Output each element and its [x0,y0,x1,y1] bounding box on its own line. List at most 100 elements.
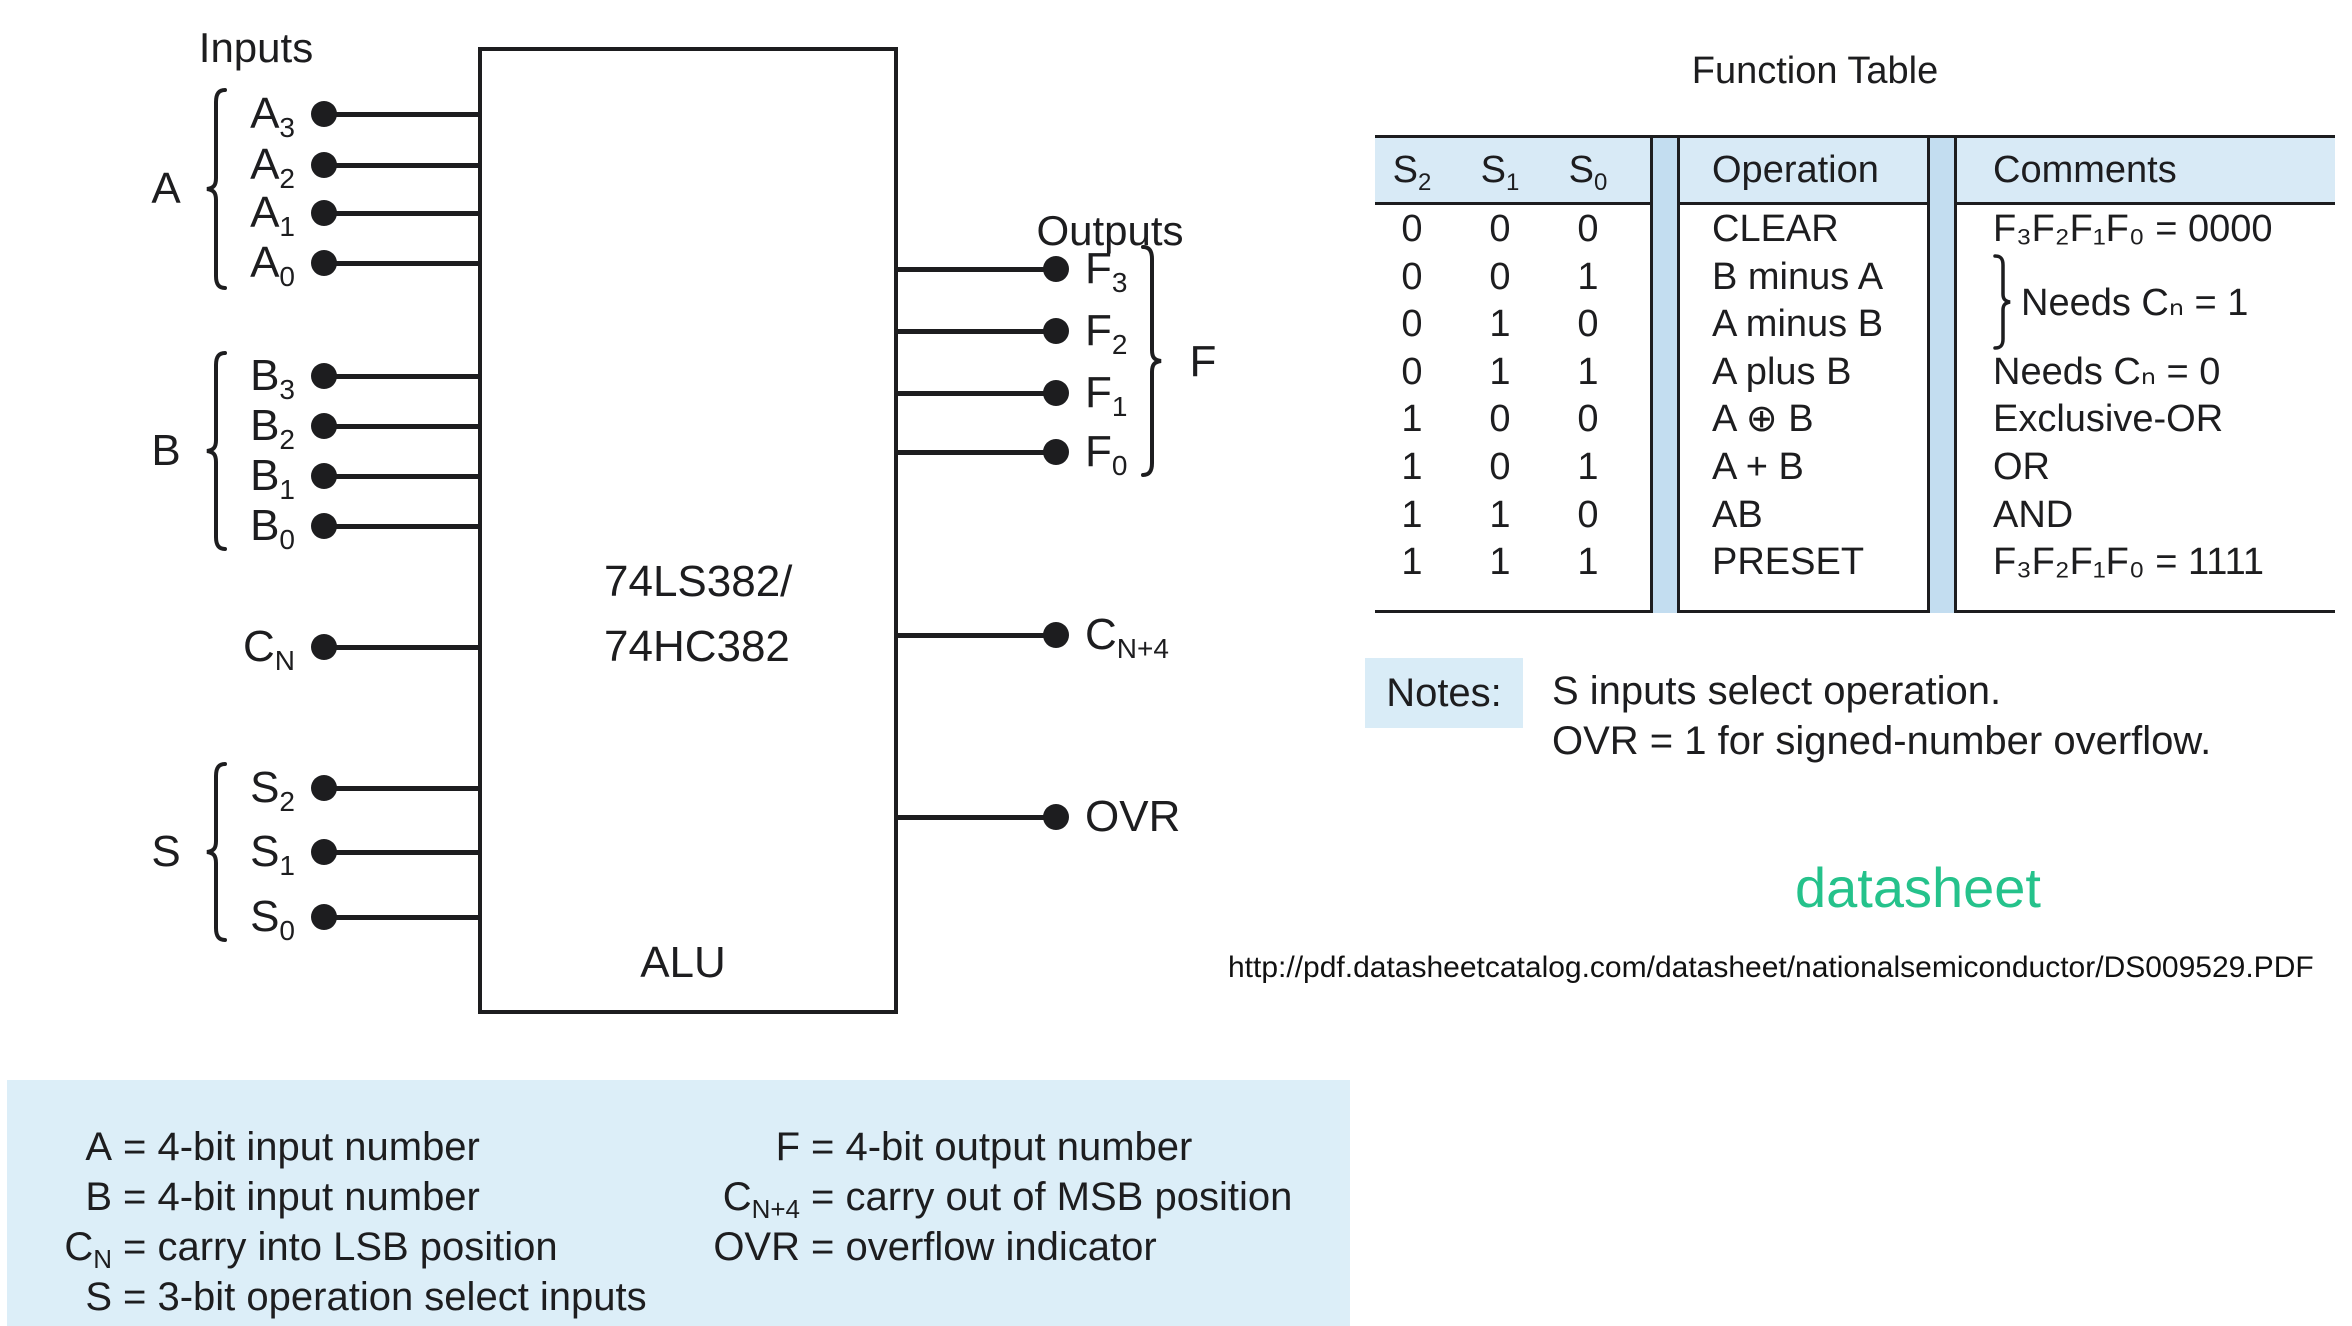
table-cell: 0 [1489,445,1511,488]
table-cell: 1 [1401,541,1423,584]
pin-label: A2 [250,140,295,194]
legend-item-ovr: OVR = overflow indicator [713,1224,1157,1269]
pin-label: OVR [1085,792,1181,841]
table-cell: 1 [1577,350,1599,393]
legend-right-column: F = 4-bit output number CN+4 = carry out… [640,1122,1292,1272]
legend-panel: A = 4-bit input number B = 4-bit input n… [7,1080,1350,1326]
pin-label: A3 [250,89,295,143]
table-cell: 0 [1577,398,1599,441]
column-header-s1: S1 [1480,148,1520,196]
table-cell: 1 [1489,303,1511,346]
pin-label: CN+4 [1085,610,1169,664]
brace-group-s [206,762,227,942]
table-cell: 1 [1489,493,1511,536]
pin-wire [324,112,478,117]
pin-label: B2 [250,401,295,455]
table-rule-header [1375,202,2335,205]
table-cell: 1 [1577,445,1599,488]
column-comments-values: F₃F₂F₁F₀ = 0000 Needs Cₙ = 0 Exclusive-O… [1993,206,2273,587]
table-cell: A minus B [1712,303,1884,346]
table-cell: CLEAR [1712,208,1839,250]
table-cell: 0 [1401,208,1423,250]
pin-label: A1 [250,188,295,242]
table-cell: 0 [1577,303,1599,346]
legend-left-column: A = 4-bit input number B = 4-bit input n… [20,1122,647,1322]
pin-label: A0 [250,238,295,292]
pin-label: F1 [1085,368,1128,422]
notes-line1: S inputs select operation. [1552,669,2002,713]
pin-label: B0 [250,501,295,555]
table-cell: A ⊕ B [1712,398,1814,441]
table-cell: AB [1712,493,1763,536]
legend-item-cn: CN = carry into LSB position [64,1224,558,1274]
table-cell: A plus B [1712,350,1852,393]
brace-group-a [206,88,227,290]
datasheet-link[interactable]: datasheet [1795,856,2041,919]
column-s0-values: 0 1 0 1 0 1 0 1 [1559,206,1617,587]
table-separator-band [1927,138,1957,613]
group-label-b: B [151,426,181,475]
pin-wire [324,645,478,650]
column-header-s0: S0 [1568,148,1608,196]
table-cell: OR [1993,445,2050,488]
pin-wire [898,267,1056,272]
pin-label: F2 [1085,306,1128,360]
table-cell: 0 [1401,350,1423,393]
column-operation-values: CLEAR B minus A A minus B A plus B A ⊕ B… [1712,206,1883,587]
table-cell: PRESET [1712,541,1865,584]
table-cell: F₃F₂F₁F₀ = 1111 [1993,541,2265,584]
pin-wire [898,815,1056,820]
datasheet-url[interactable]: http://pdf.datasheetcatalog.com/datashee… [1228,951,2314,984]
legend-item-s: S = 3-bit operation select inputs [85,1274,647,1319]
table-cell: 1 [1401,493,1423,536]
pin-dot [1043,256,1069,282]
pin-wire [898,450,1056,455]
table-cell: 0 [1489,255,1511,298]
table-header-band [1375,138,2335,202]
pin-wire [324,850,478,855]
pin-wire [324,211,478,216]
group-label-f: F [1189,337,1217,386]
pin-dot [1043,380,1069,406]
legend-item-a: A = 4-bit input number [85,1124,480,1169]
alu-label: ALU [640,938,726,987]
column-header-s2: S2 [1392,148,1432,196]
function-table-title: Function Table [1691,50,1939,92]
brace-group-f [1141,245,1162,477]
table-cell: B minus A [1712,255,1884,298]
table-cell: A + B [1712,445,1804,488]
table-cell: 0 [1489,398,1511,441]
table-cell: 1 [1489,350,1511,393]
table-cell: 1 [1577,541,1599,584]
pin-label: F0 [1085,427,1128,481]
pin-wire [898,633,1056,638]
column-s1-values: 0 0 1 1 0 0 1 1 [1471,206,1529,587]
table-cell: 0 [1401,255,1423,298]
table-cell: Exclusive-OR [1993,398,2224,441]
pin-label: S0 [250,892,295,946]
outputs-heading: Outputs [1036,207,1184,254]
pin-wire [898,391,1056,396]
brace-group-b [206,351,227,551]
notes-label: Notes: [1365,658,1523,728]
braced-comment-text: Needs Cₙ = 1 [2021,281,2249,324]
pin-dot [1043,804,1069,830]
table-cell: 0 [1577,493,1599,536]
pin-wire [324,261,478,266]
pin-wire [324,786,478,791]
chip-part-numbers: 74LS382/ 74HC382 [604,549,792,679]
pin-dot [1043,318,1069,344]
function-table: S2 S1 S0 Operation Comments 0 0 0 0 1 1 … [1375,135,2335,613]
table-separator-band [1650,138,1680,613]
group-label-a: A [151,164,181,213]
table-rule-bottom [1375,610,2335,613]
notes-line2: OVR = 1 for signed-number overflow. [1552,718,2212,763]
table-cell: 1 [1401,398,1423,441]
pin-label: B3 [250,351,295,405]
table-rule-top [1375,135,2335,138]
chip-part-line2: 74HC382 [604,622,790,671]
table-cell: 0 [1401,303,1423,346]
alu-block [478,47,898,1014]
chip-part-line1: 74LS382/ [604,557,793,606]
